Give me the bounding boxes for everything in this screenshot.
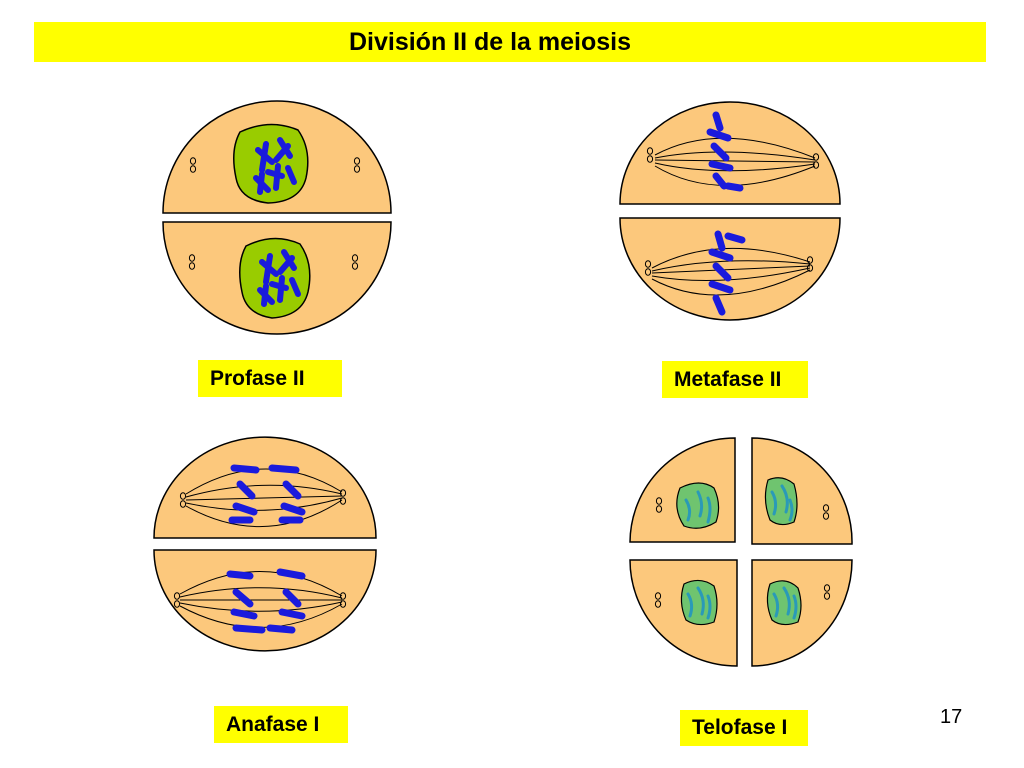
metafase-label: Metafase II: [662, 361, 808, 398]
metafase-label-text: Metafase II: [674, 367, 782, 391]
nucleus: [676, 482, 720, 529]
chromosomes: [706, 111, 746, 316]
profase-diagram: [162, 100, 392, 335]
cell-top-metafase: [619, 101, 841, 205]
anafase-label: Anafase I: [214, 706, 348, 743]
nucleus: [239, 237, 311, 319]
spindle-fibers: [179, 468, 343, 628]
chromosomes: [253, 137, 301, 307]
telofase-label-text: Telofase I: [692, 716, 788, 739]
anafase-label-text: Anafase I: [226, 712, 320, 736]
title-bar: División II de la meiosis: [34, 22, 986, 62]
metafase-diagram: [619, 101, 841, 321]
chromatin: [684, 484, 798, 620]
page-title: División II de la meiosis: [348, 27, 632, 56]
telofase-diagram: [629, 437, 853, 667]
cell-bottom-metafase: [619, 217, 841, 321]
profase-label: Profase II: [198, 360, 342, 397]
page-number: 17: [940, 706, 963, 728]
profase-label-text: Profase II: [210, 366, 305, 390]
cell-top-anafase: [153, 436, 377, 539]
cell-quarter-bottom-right: [751, 559, 853, 667]
chromosomes: [226, 464, 306, 634]
telofase-label: Telofase I: [680, 710, 808, 746]
anafase-diagram: [153, 436, 377, 652]
nucleus: [680, 579, 718, 626]
